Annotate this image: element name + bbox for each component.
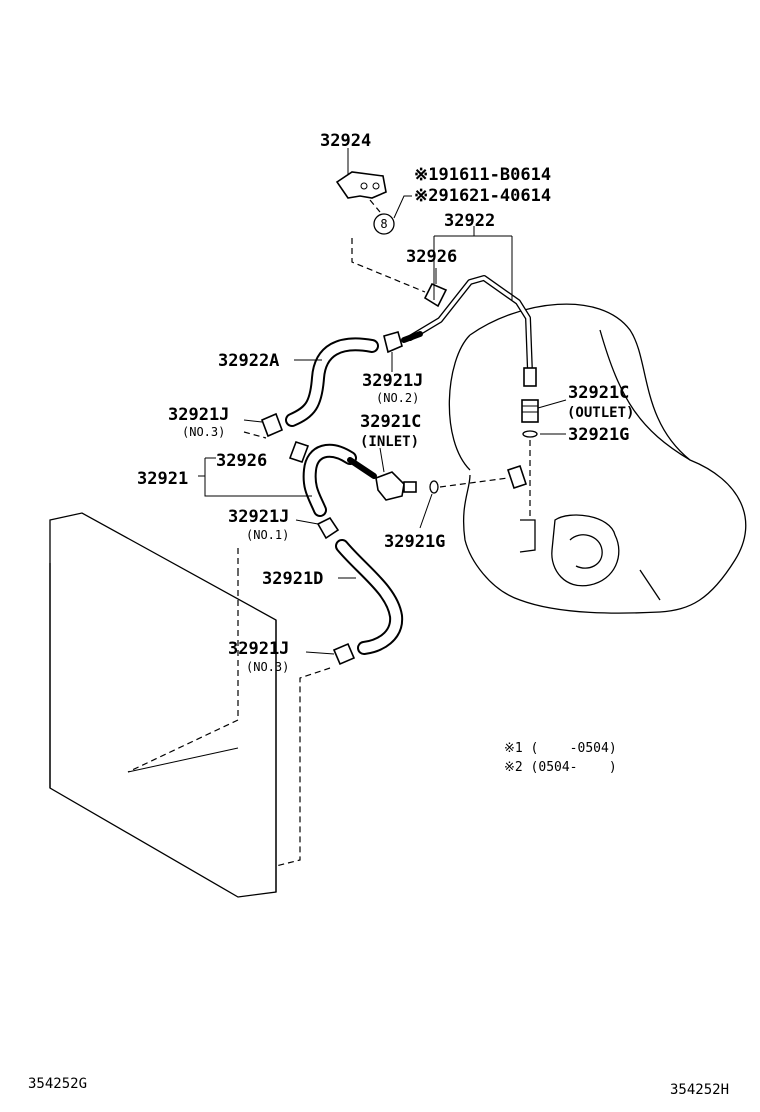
label-union-inlet-sub: (INLET) xyxy=(360,434,419,450)
bracket-32924 xyxy=(335,148,387,199)
label-sleeve-lower: 32926 xyxy=(216,451,267,471)
hose-32922a xyxy=(285,337,379,427)
clamp-no1 xyxy=(237,516,340,570)
label-union-inlet: 32921C xyxy=(360,412,421,432)
hose-32921d xyxy=(335,539,404,655)
label-clamp-no3-upper: 32921J xyxy=(168,405,229,425)
union-outlet xyxy=(521,399,567,520)
note-1: ※1 ( -0504) xyxy=(504,741,617,756)
code-left: 354252G xyxy=(28,1076,87,1092)
label-clamp-no2: 32921J xyxy=(362,371,423,391)
label-sleeve-top: 32926 xyxy=(406,247,457,267)
label-clamp-no3-lower: 32921J xyxy=(228,639,289,659)
label-clamp-no1: 32921J xyxy=(228,507,289,527)
hose-32921 xyxy=(198,443,357,517)
label-hose-d: 32921D xyxy=(262,569,323,589)
label-union-outlet: 32921C xyxy=(568,383,629,403)
label-clamp-no2-sub: (NO.2) xyxy=(376,391,419,405)
note-2: ※2 (0504- ) xyxy=(504,760,617,775)
clamp-no2 xyxy=(383,331,423,372)
bolt-marker: 8 xyxy=(369,195,412,235)
label-hose-a: 32922A xyxy=(218,351,279,371)
bolt-circle-label: 8 xyxy=(380,217,387,231)
sleeve-lower xyxy=(288,440,310,464)
label-gasket-inlet: 32921G xyxy=(384,532,445,552)
sleeve-upper xyxy=(351,238,448,308)
radiator xyxy=(49,512,277,898)
transmission xyxy=(448,303,747,614)
label-gasket-outlet: 32921G xyxy=(568,425,629,445)
clamp-no3-upper xyxy=(243,412,284,439)
pipe-32922 xyxy=(407,226,537,387)
label-bolt-1: ※191611-B0614 xyxy=(414,165,551,185)
code-right: 354252H xyxy=(670,1082,729,1098)
label-clamp-no1-sub: (NO.1) xyxy=(246,528,289,542)
union-inlet xyxy=(347,447,417,501)
label-clamp-no3-upper-sub: (NO.3) xyxy=(182,425,225,439)
label-bracket: 32924 xyxy=(320,131,371,151)
label-union-outlet-sub: (OUTLET) xyxy=(567,405,634,421)
gasket-inlet xyxy=(419,464,528,529)
label-hose-assy: 32921 xyxy=(137,469,188,489)
label-pipe: 32922 xyxy=(444,211,495,231)
label-bolt-2: ※291621-40614 xyxy=(414,186,551,206)
label-clamp-no3-lower-sub: (NO.3) xyxy=(246,660,289,674)
clamp-no3-lower xyxy=(275,642,356,867)
